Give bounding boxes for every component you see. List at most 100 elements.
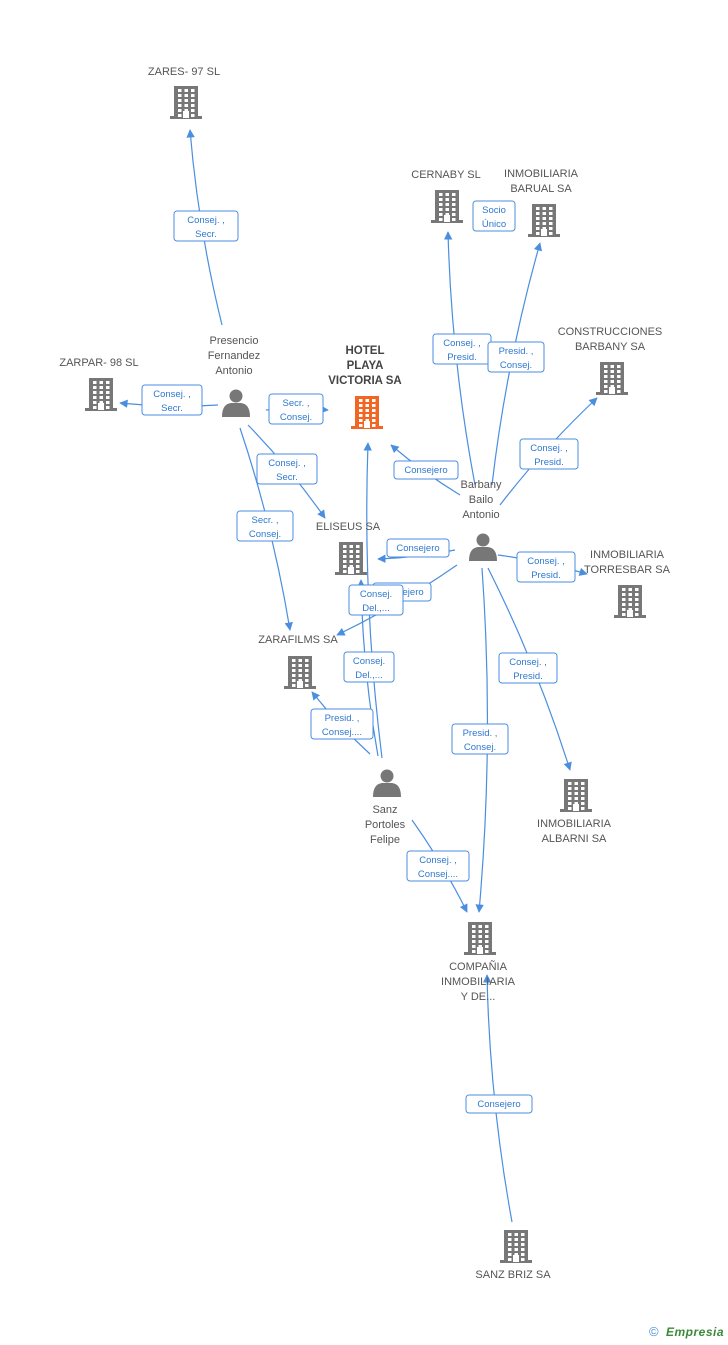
person-icon [469, 533, 497, 561]
copyright-symbol: © [649, 1324, 659, 1339]
edge-label-text: Consej. [280, 412, 312, 423]
node-label: ZARAFILMS SA [258, 634, 338, 646]
node-label: Sanz [372, 804, 397, 816]
building-icon [431, 190, 463, 223]
edge-label-text: Secr. [195, 229, 217, 240]
node-label: ALBARNI SA [542, 833, 607, 845]
edge-label-text: Consej.... [418, 869, 458, 880]
edge-label-text: Consej.... [322, 727, 362, 738]
edge-label-sanz-to-eliseus[interactable]: Consej. Del.,... [343, 651, 395, 683]
node-label: BARUAL SA [510, 183, 572, 195]
edge-label-sanzbriz-to-compania[interactable]: Consejero [465, 1094, 533, 1114]
node-label: ZARPAR- 98 SL [59, 357, 138, 369]
node-zarpar[interactable]: ZARPAR- 98 SL [59, 357, 139, 411]
edge-label-barbany-to-barual[interactable]: Presid. ,Consej. [487, 341, 545, 373]
node-sanzbriz[interactable]: SANZ BRIZ SA [475, 1230, 551, 1281]
edge-label-text: Consej. , [443, 338, 481, 349]
edge-label-text: Presid. , [325, 713, 360, 724]
edge-label-barbany-to-compania[interactable]: Presid. ,Consej. [451, 723, 509, 755]
node-label: Antonio [215, 365, 252, 377]
edge-label-presencio-to-zarafilms[interactable]: Secr. , Consej. [236, 510, 294, 542]
edge-label-presencio-to-eliseus[interactable]: Consej. ,Secr. [256, 453, 318, 485]
person-icon [373, 769, 401, 797]
node-label: PLAYA [347, 360, 384, 372]
building-icon [170, 86, 202, 119]
edge-label-barbany-to-albarni[interactable]: Consej. , Presid. [498, 652, 558, 684]
edge-label-text: Consej. [353, 656, 385, 667]
edge-label-text: Del.,... [355, 670, 382, 681]
footer-brand[interactable]: © Empresia [649, 1324, 724, 1339]
node-label: ZARES- 97 SL [148, 66, 220, 78]
edge-label-text: Del.,... [362, 603, 389, 614]
edge-label-text: Consej. [249, 529, 281, 540]
edge-label-text: Presid. , [463, 728, 498, 739]
focus-building-icon [351, 396, 383, 429]
building-icon [528, 204, 560, 237]
node-label: Portoles [365, 819, 406, 831]
edge-label-sanz-to-hotel[interactable]: Consej. Del.,... [348, 584, 404, 616]
edge-label-text: Consej. [360, 589, 392, 600]
node-zarafilms[interactable]: ZARAFILMS SA [258, 634, 338, 689]
edge-label-sanz-to-zarafilms[interactable]: Presid. , Consej.... [310, 708, 374, 740]
edge-label-text: Presid. [534, 457, 564, 468]
building-icon [284, 656, 316, 689]
node-label: BARBANY SA [575, 341, 646, 353]
node-label: Bailo [469, 494, 493, 506]
node-label: VICTORIA SA [328, 375, 401, 387]
edge-label-text: Consej. , [187, 215, 225, 226]
node-label: CERNABY SL [411, 169, 481, 181]
node-eliseus[interactable]: ELISEUS SA [316, 521, 381, 575]
edge-label-text: Consejero [396, 543, 439, 554]
edge-label-barbany-to-torresbar[interactable]: Consej. ,Presid. [516, 551, 576, 583]
node-label: ELISEUS SA [316, 521, 381, 533]
edge-label-barbany-to-eliseus[interactable]: Consejero [386, 538, 450, 558]
edge-label-barbany-to-hotel[interactable]: Consejero [393, 460, 459, 480]
edge-label-presencio-to-zares[interactable]: Consej. , Secr. [173, 210, 239, 242]
node-label: Y DE... [461, 991, 496, 1003]
building-icon [614, 585, 646, 618]
edge-label-text: Presid. [513, 671, 543, 682]
edge-label-sanz-to-compania[interactable]: Consej. ,Consej.... [406, 850, 470, 882]
node-label: INMOBILIARIA [441, 976, 516, 988]
node-hotel[interactable]: HOTEL PLAYA VICTORIA SA [328, 345, 402, 429]
edge-label-text: Presid. , [499, 346, 534, 357]
node-label: HOTEL [346, 345, 385, 357]
edge-label-presencio-to-zarpar[interactable]: Consej. ,Secr. [141, 384, 203, 416]
edge-label-text: Consejero [477, 1099, 520, 1110]
node-label: Fernandez [208, 350, 261, 362]
building-icon [335, 542, 367, 575]
edge-label-text: Socio [482, 205, 506, 216]
building-icon [560, 779, 592, 812]
node-label: Felipe [370, 834, 400, 846]
edge-label-text: Consejero [404, 465, 447, 476]
edge-label-text: Secr. , [252, 515, 279, 526]
node-label: Presencio [210, 335, 259, 347]
building-icon [596, 362, 628, 395]
edge-label-text: Secr. , [283, 398, 310, 409]
edge-label-text: Consej. , [527, 556, 565, 567]
person-icon [222, 389, 250, 417]
node-zares[interactable]: ZARES- 97 SL [148, 66, 220, 119]
node-label: INMOBILIARIA [590, 549, 665, 561]
edge-label-text: Secr. [276, 472, 298, 483]
edge-label-text: Consej. , [153, 389, 191, 400]
node-label: INMOBILIARIA [537, 818, 612, 830]
edge-label-barbany-to-construcciones[interactable]: Consej. ,Presid. [519, 438, 579, 470]
building-icon [85, 378, 117, 411]
edge-label-text: Consej. , [509, 657, 547, 668]
node-label: Barbany [461, 479, 502, 491]
edge-label-presencio-to-hotel[interactable]: Secr. , Consej. [268, 393, 324, 425]
node-cernaby[interactable]: CERNABY SL [411, 169, 481, 223]
node-albarni[interactable]: INMOBILIARIA ALBARNI SA [537, 779, 612, 845]
edge-label-barbany-to-cernaby[interactable]: Consej. ,Presid. [432, 333, 492, 365]
node-label: SANZ BRIZ SA [475, 1269, 551, 1281]
